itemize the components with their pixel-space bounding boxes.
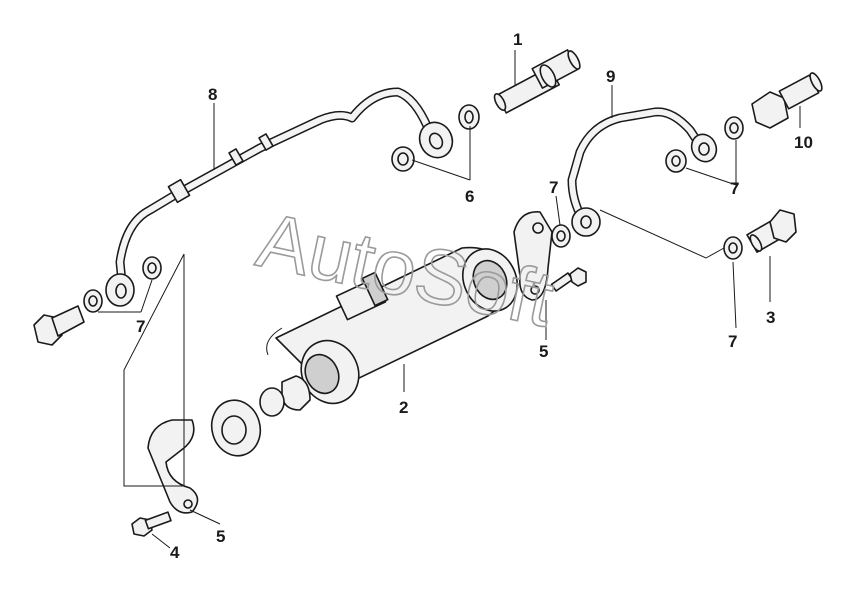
callout-7-lower-right: 7 bbox=[728, 332, 737, 351]
bracket-5-upper bbox=[513, 211, 553, 301]
callout-7-mid: 7 bbox=[549, 178, 558, 197]
callout-8: 8 bbox=[208, 85, 217, 104]
callout-2: 2 bbox=[399, 398, 408, 417]
banjo-bolt-left bbox=[33, 305, 85, 346]
callout-4: 4 bbox=[170, 543, 180, 562]
isolator-sleeve bbox=[210, 399, 262, 457]
callout-5-lower: 5 bbox=[216, 527, 225, 546]
callout-5-upper: 5 bbox=[539, 342, 548, 361]
washers-7-right bbox=[551, 116, 744, 260]
leader-lines bbox=[98, 50, 801, 549]
callout-9: 9 bbox=[606, 67, 615, 86]
callout-7-left: 7 bbox=[136, 317, 145, 336]
washers-7-left bbox=[83, 256, 162, 313]
bolt-4 bbox=[131, 511, 172, 537]
fuel-line-9 bbox=[567, 107, 718, 237]
fuel-line-8 bbox=[105, 87, 454, 307]
callout-10: 10 bbox=[794, 133, 813, 152]
callout-6: 6 bbox=[465, 187, 474, 206]
bolt-5-upper bbox=[550, 267, 587, 292]
fitting-10 bbox=[751, 72, 823, 129]
callout-7-upper-right: 7 bbox=[730, 179, 739, 198]
bracket-5-lower bbox=[147, 419, 199, 514]
bolt-3 bbox=[746, 209, 797, 253]
callout-1: 1 bbox=[513, 30, 522, 49]
fitting-1 bbox=[493, 49, 581, 114]
fuel-pump-2 bbox=[259, 246, 518, 417]
callout-3: 3 bbox=[766, 308, 775, 327]
washers-6 bbox=[391, 104, 480, 172]
